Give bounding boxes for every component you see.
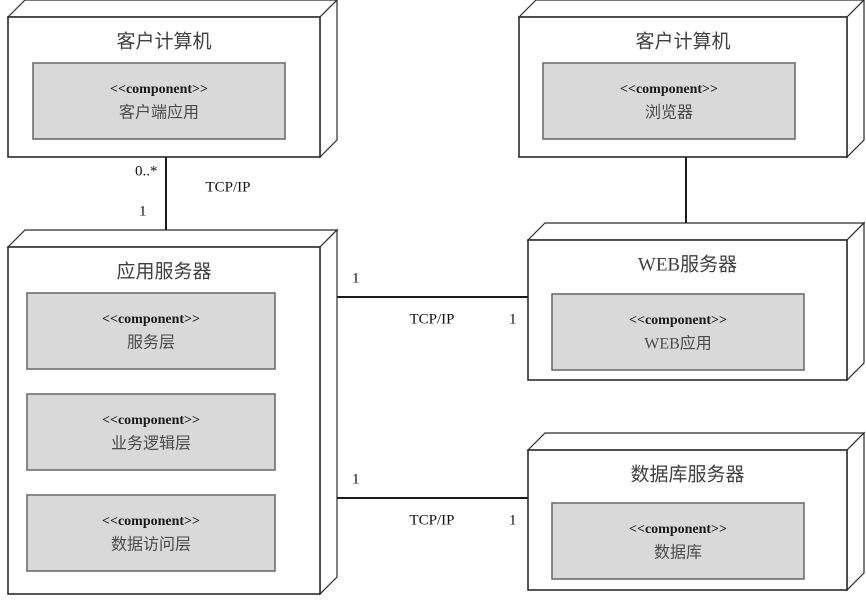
protocol-label-client-to-app-server: TCP/IP	[205, 179, 250, 195]
target-multiplicity-app-server-to-web-server: 1	[509, 311, 517, 327]
node-top-face-client-computer-left	[6, 0, 338, 18]
node-title-client-computer-left: 客户计算机	[116, 30, 211, 52]
component-business-logic-layer[interactable]: <<component>> 业务逻辑层	[26, 393, 276, 471]
component-box-business-logic-layer[interactable]	[26, 393, 276, 471]
component-box-database[interactable]	[551, 502, 805, 580]
target-multiplicity-client-to-app-server: 1	[139, 203, 147, 219]
component-database[interactable]: <<component>> 数据库	[551, 502, 805, 580]
component-service-layer[interactable]: <<component>> 服务层	[26, 292, 276, 370]
component-box-web-app[interactable]	[551, 293, 805, 371]
source-multiplicity-client-to-app-server: 0..*	[135, 163, 158, 179]
component-stereotype-service-layer: <<component>>	[102, 312, 200, 327]
node-side-face-client-computer-right	[846, 0, 865, 159]
component-box-client-app[interactable]	[32, 62, 286, 140]
node-side-face-web-server	[846, 221, 865, 382]
component-name-data-access-layer: 数据访问层	[111, 536, 191, 554]
node-top-face-db-server	[526, 432, 866, 451]
source-multiplicity-app-server-to-db-server: 1	[352, 471, 360, 487]
node-top-face-web-server	[526, 222, 866, 241]
node-top-face-app-server	[6, 229, 339, 248]
component-client-app[interactable]: <<component>> 客户端应用	[32, 62, 286, 140]
protocol-label-app-server-to-db-server: TCP/IP	[409, 512, 454, 528]
component-stereotype-business-logic-layer: <<component>>	[102, 413, 200, 428]
component-name-business-logic-layer: 业务逻辑层	[111, 435, 191, 453]
source-multiplicity-app-server-to-web-server: 1	[352, 270, 360, 286]
node-app-server[interactable]: 应用服务器<<component>>服务层<<component>>业务逻辑层<…	[6, 228, 339, 596]
component-web-app[interactable]: <<component>> WEB应用	[551, 293, 805, 371]
component-box-browser[interactable]	[542, 62, 796, 140]
node-client-computer-left[interactable]: 客户计算机 <<component>> 客户端应用	[6, 0, 338, 159]
node-title-app-server: 应用服务器	[116, 260, 211, 282]
component-stereotype-client-app: <<component>>	[110, 82, 208, 97]
connection-app-server-to-db-server[interactable]: TCP/IP 1 1	[337, 471, 528, 528]
nodes-layer: 客户计算机 <<component>> 客户端应用 客户计算机 <<component>…	[6, 0, 866, 596]
node-side-face-app-server	[319, 228, 338, 596]
component-name-database: 数据库	[654, 544, 702, 562]
component-name-web-app: WEB应用	[644, 334, 712, 353]
component-name-client-app: 客户端应用	[119, 103, 199, 122]
node-db-server[interactable]: 数据库服务器 <<component>> 数据库	[526, 431, 866, 592]
component-name-service-layer: 服务层	[127, 334, 175, 352]
node-web-server[interactable]: WEB服务器 <<component>> WEB应用	[526, 221, 866, 382]
node-client-computer-right[interactable]: 客户计算机 <<component>> 浏览器	[517, 0, 865, 159]
protocol-label-app-server-to-web-server: TCP/IP	[409, 311, 454, 327]
component-name-browser: 浏览器	[645, 104, 693, 122]
node-title-web-server: WEB服务器	[638, 253, 737, 275]
component-box-data-access-layer[interactable]	[26, 494, 276, 572]
component-data-access-layer[interactable]: <<component>> 数据访问层	[26, 494, 276, 572]
node-top-face-client-computer-right	[517, 0, 865, 18]
target-multiplicity-app-server-to-db-server: 1	[509, 512, 517, 528]
node-side-face-client-computer-left	[319, 0, 338, 159]
component-browser[interactable]: <<component>> 浏览器	[542, 62, 796, 140]
component-stereotype-database: <<component>>	[629, 522, 727, 537]
node-title-db-server: 数据库服务器	[630, 463, 744, 485]
node-title-client-computer-right: 客户计算机	[635, 30, 730, 52]
component-stereotype-web-app: <<component>>	[629, 313, 727, 328]
component-box-service-layer[interactable]	[26, 292, 276, 370]
component-stereotype-browser: <<component>>	[620, 82, 718, 97]
connection-app-server-to-web-server[interactable]: TCP/IP 1 1	[337, 270, 528, 327]
node-side-face-db-server	[846, 431, 865, 592]
component-stereotype-data-access-layer: <<component>>	[102, 514, 200, 529]
